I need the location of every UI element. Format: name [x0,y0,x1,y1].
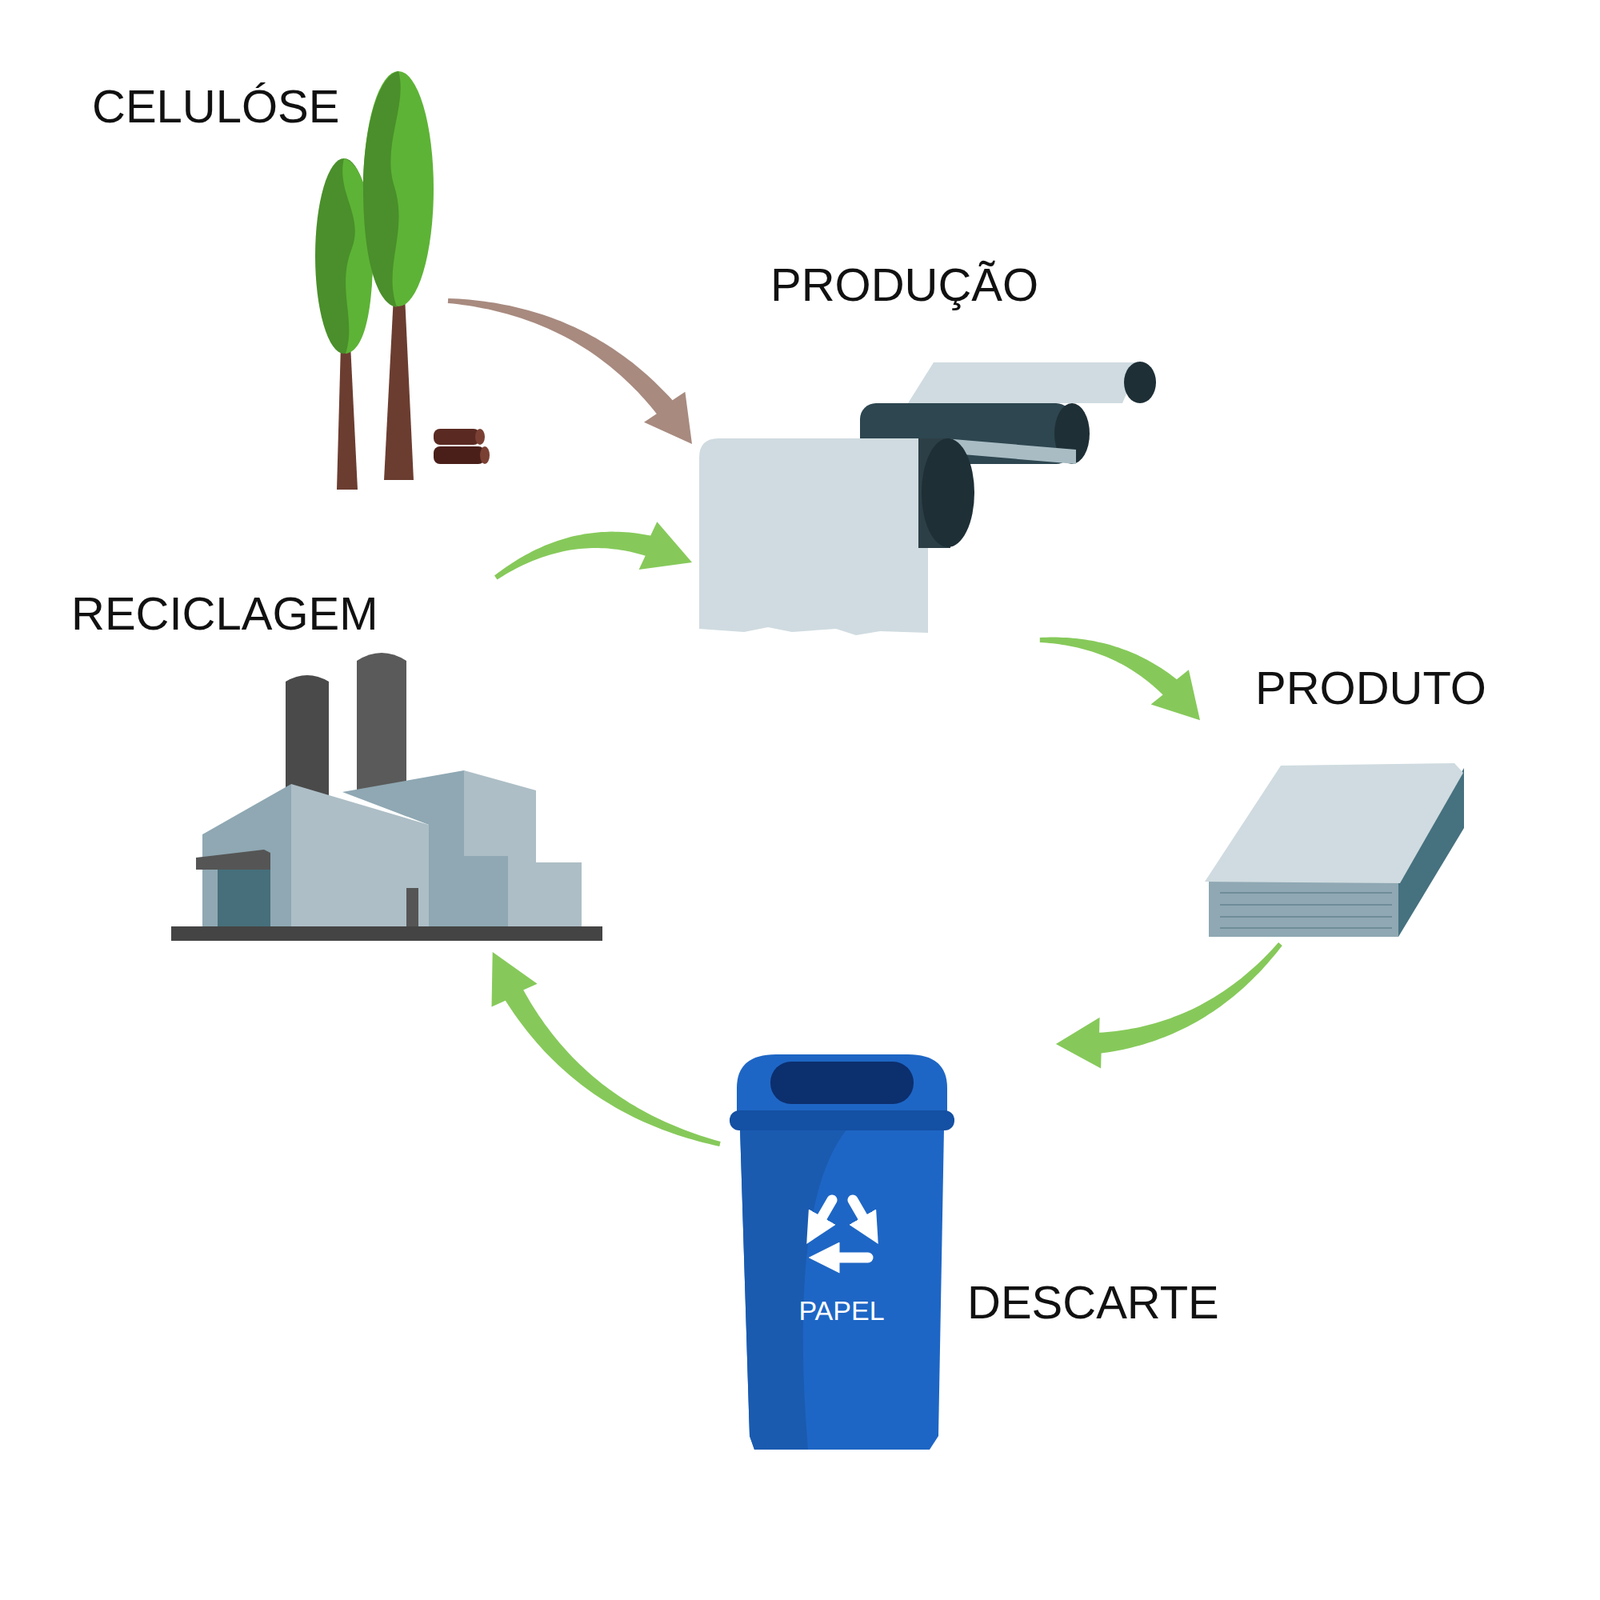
flow-arrow [492,952,721,1147]
page-line [1220,916,1392,918]
stack-front [1208,880,1399,937]
log [433,428,480,445]
bin-body [740,1128,944,1450]
illustrated-step: CELULÓSE [84,76,448,496]
step-label: PRODUTO [1255,660,1487,716]
stack-top [1204,763,1464,884]
bin-label: PAPEL [798,1294,884,1328]
bin-slot [770,1061,914,1104]
building [508,862,582,929]
flow-arrow [494,521,692,580]
step-label: RECICLAGEM [71,585,379,642]
bin-shade [740,1128,848,1450]
flow-arrow [448,298,692,444]
page-line [1220,927,1392,929]
flow-arrow [1040,637,1200,721]
trees [315,71,490,490]
illustrated-step: DESCARTE PAPEL [720,1044,1236,1464]
step-label: DESCARTE [967,1274,1220,1331]
ground-bar [171,926,603,941]
step-label: CELULÓSE [92,78,340,135]
bin-rim [729,1110,955,1131]
paper-sheet [908,362,1140,404]
chimney [285,675,329,796]
log-end [480,446,490,464]
factory [171,652,603,941]
tree-crown [363,71,434,307]
tree-trunk [336,344,358,490]
step-label: PRODUÇÃO [770,256,1039,313]
tree-trunk [384,296,414,480]
paper-roll [1124,361,1156,404]
door [217,862,271,929]
illustrated-step: PRODUÇÃO [692,252,1164,640]
building [464,856,508,929]
post [406,888,419,929]
chimney [356,652,407,791]
page-line [1220,904,1392,906]
recycle-symbol [814,1200,871,1258]
paper-rolls [699,361,1156,636]
recycle-arrow [824,1252,868,1264]
log [433,446,485,464]
recycle-arrow [852,1200,871,1231]
roll-end [921,438,975,548]
log-end [475,428,485,445]
tree-crown-dark [363,71,401,308]
paper-stack [1204,763,1464,937]
illustrated-step: PRODUTO [1200,654,1498,944]
awning [196,849,271,870]
page-line [1220,892,1392,894]
recycle-arrow [814,1200,832,1231]
illustrated-step: RECICLAGEM [64,577,612,952]
building [291,784,429,929]
paper-sheet [699,438,928,636]
recycling-bin [729,1054,955,1450]
flow-arrow [1056,942,1283,1069]
bin-lid [736,1054,948,1114]
